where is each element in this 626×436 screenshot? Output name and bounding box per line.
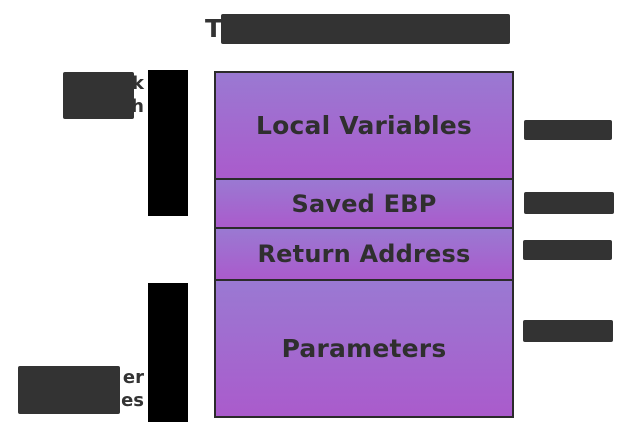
right-label-return-address [0,0,1,1]
right-label-saved-ebp [0,0,1,1]
left-label-higher-addresses-redaction-bar [18,366,120,414]
upper-arrow-icon [148,70,188,216]
right-label-return-address-redaction-bar [523,240,612,260]
stack-cell-local-variables: Local Variables [216,73,512,180]
right-label-local-variables [0,0,1,1]
stack-cell-parameters: Parameters [216,281,512,416]
stack-cell-return-address: Return Address [216,229,512,281]
stack-cell-label: Saved EBP [291,189,437,218]
left-label-stack-growth-redaction-bar [63,72,134,119]
stack-cell-label: Local Variables [256,111,472,140]
right-label-saved-ebp-redaction-bar [524,192,614,214]
stack-frame-diagram: Local Variables Saved EBP Return Address… [214,71,514,418]
stack-cell-label: Return Address [257,240,471,268]
stack-cell-saved-ebp: Saved EBP [216,180,512,229]
right-label-parameters-redaction-bar [523,320,613,342]
right-label-parameters [0,0,1,1]
title-redaction-bar [221,14,510,44]
right-label-local-variables-redaction-bar [524,120,612,140]
stack-cell-label: Parameters [281,334,447,363]
lower-arrow-icon [148,283,188,422]
